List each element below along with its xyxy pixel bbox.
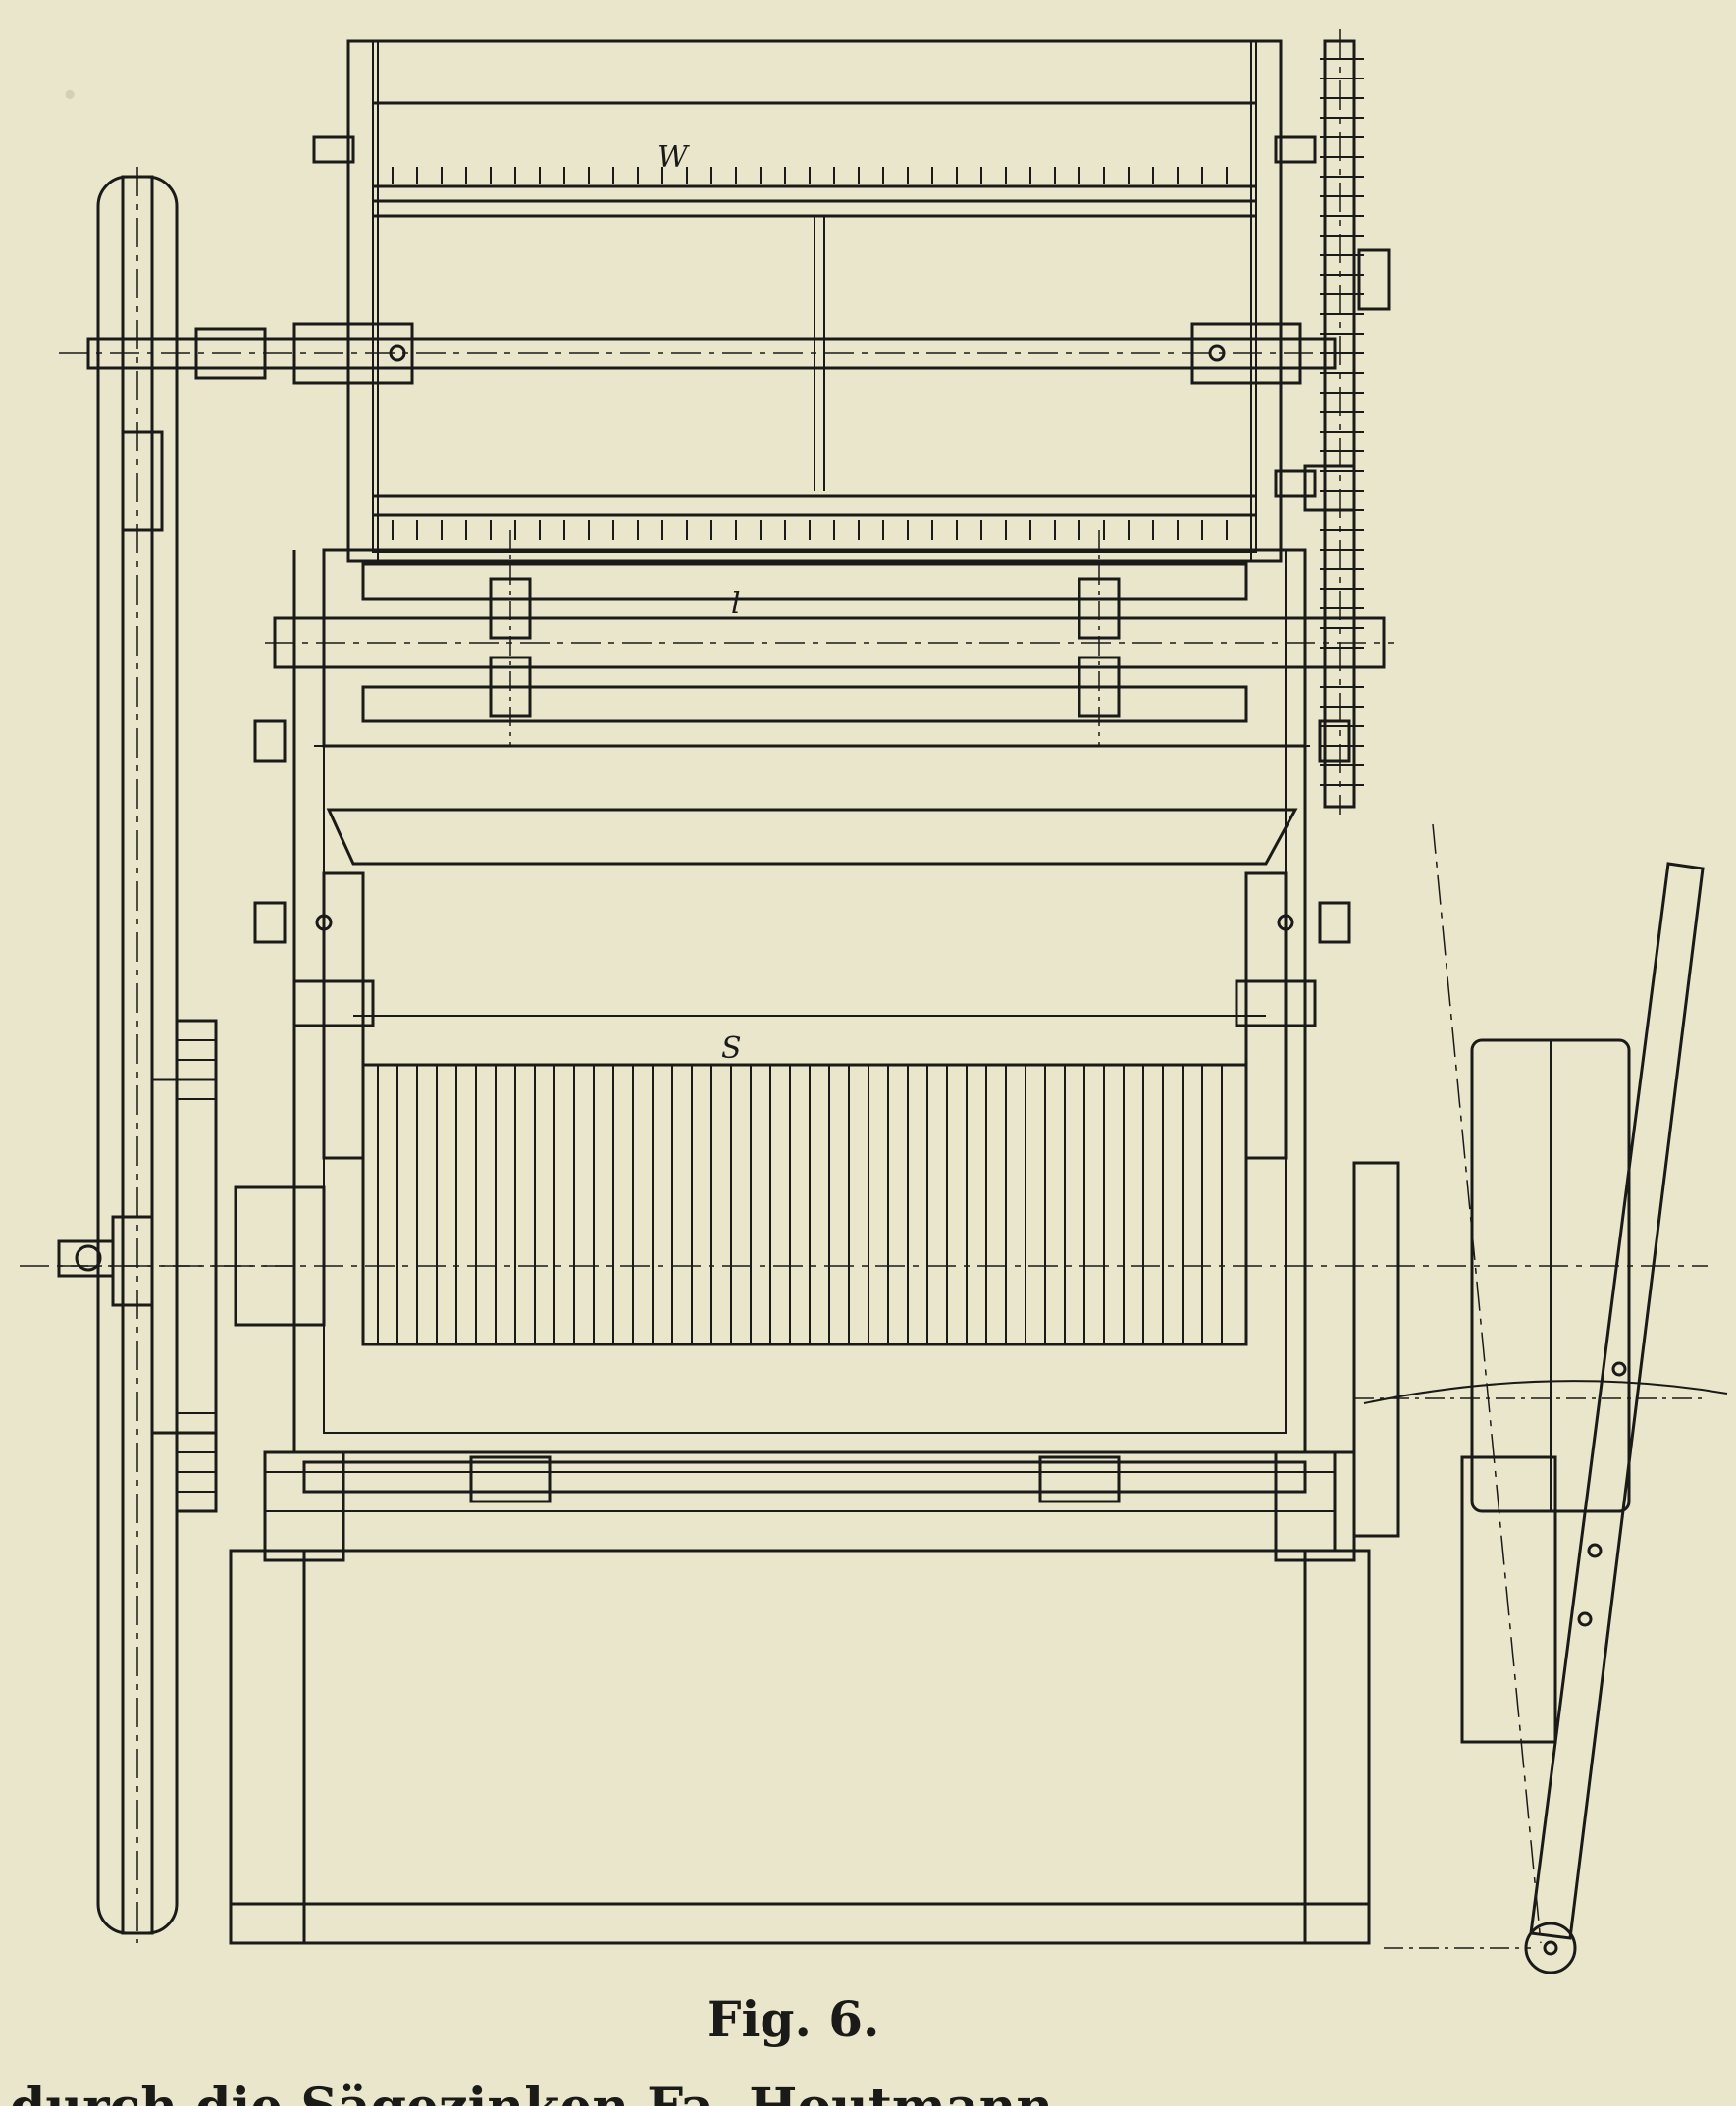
svg-text:.: . xyxy=(59,34,80,115)
figure-caption: Fig. 6. xyxy=(707,1990,879,2048)
label-l: l xyxy=(731,587,741,621)
side-bearings xyxy=(253,719,1351,1160)
hopper xyxy=(314,745,1310,1017)
left-drive-gear xyxy=(20,1019,326,1513)
right-gear-wheel xyxy=(1320,29,1391,815)
right-lever-mechanism xyxy=(1352,823,1728,1974)
label-s: S xyxy=(721,1031,742,1066)
drum-w-teeth xyxy=(392,167,1228,540)
bottom-rail xyxy=(263,1450,1356,1562)
upper-shaft xyxy=(59,322,1354,385)
left-flywheel xyxy=(96,167,179,1943)
label-w: W xyxy=(658,140,690,175)
saw-drum-s xyxy=(59,1063,1708,1346)
drum-housing-w xyxy=(346,39,1283,563)
bleed-through-text: . xyxy=(59,34,80,115)
bottom-partial-text: durch die Sägezinken Fa. Houtmann xyxy=(10,2078,1053,2106)
machine-frame xyxy=(229,550,1371,1945)
